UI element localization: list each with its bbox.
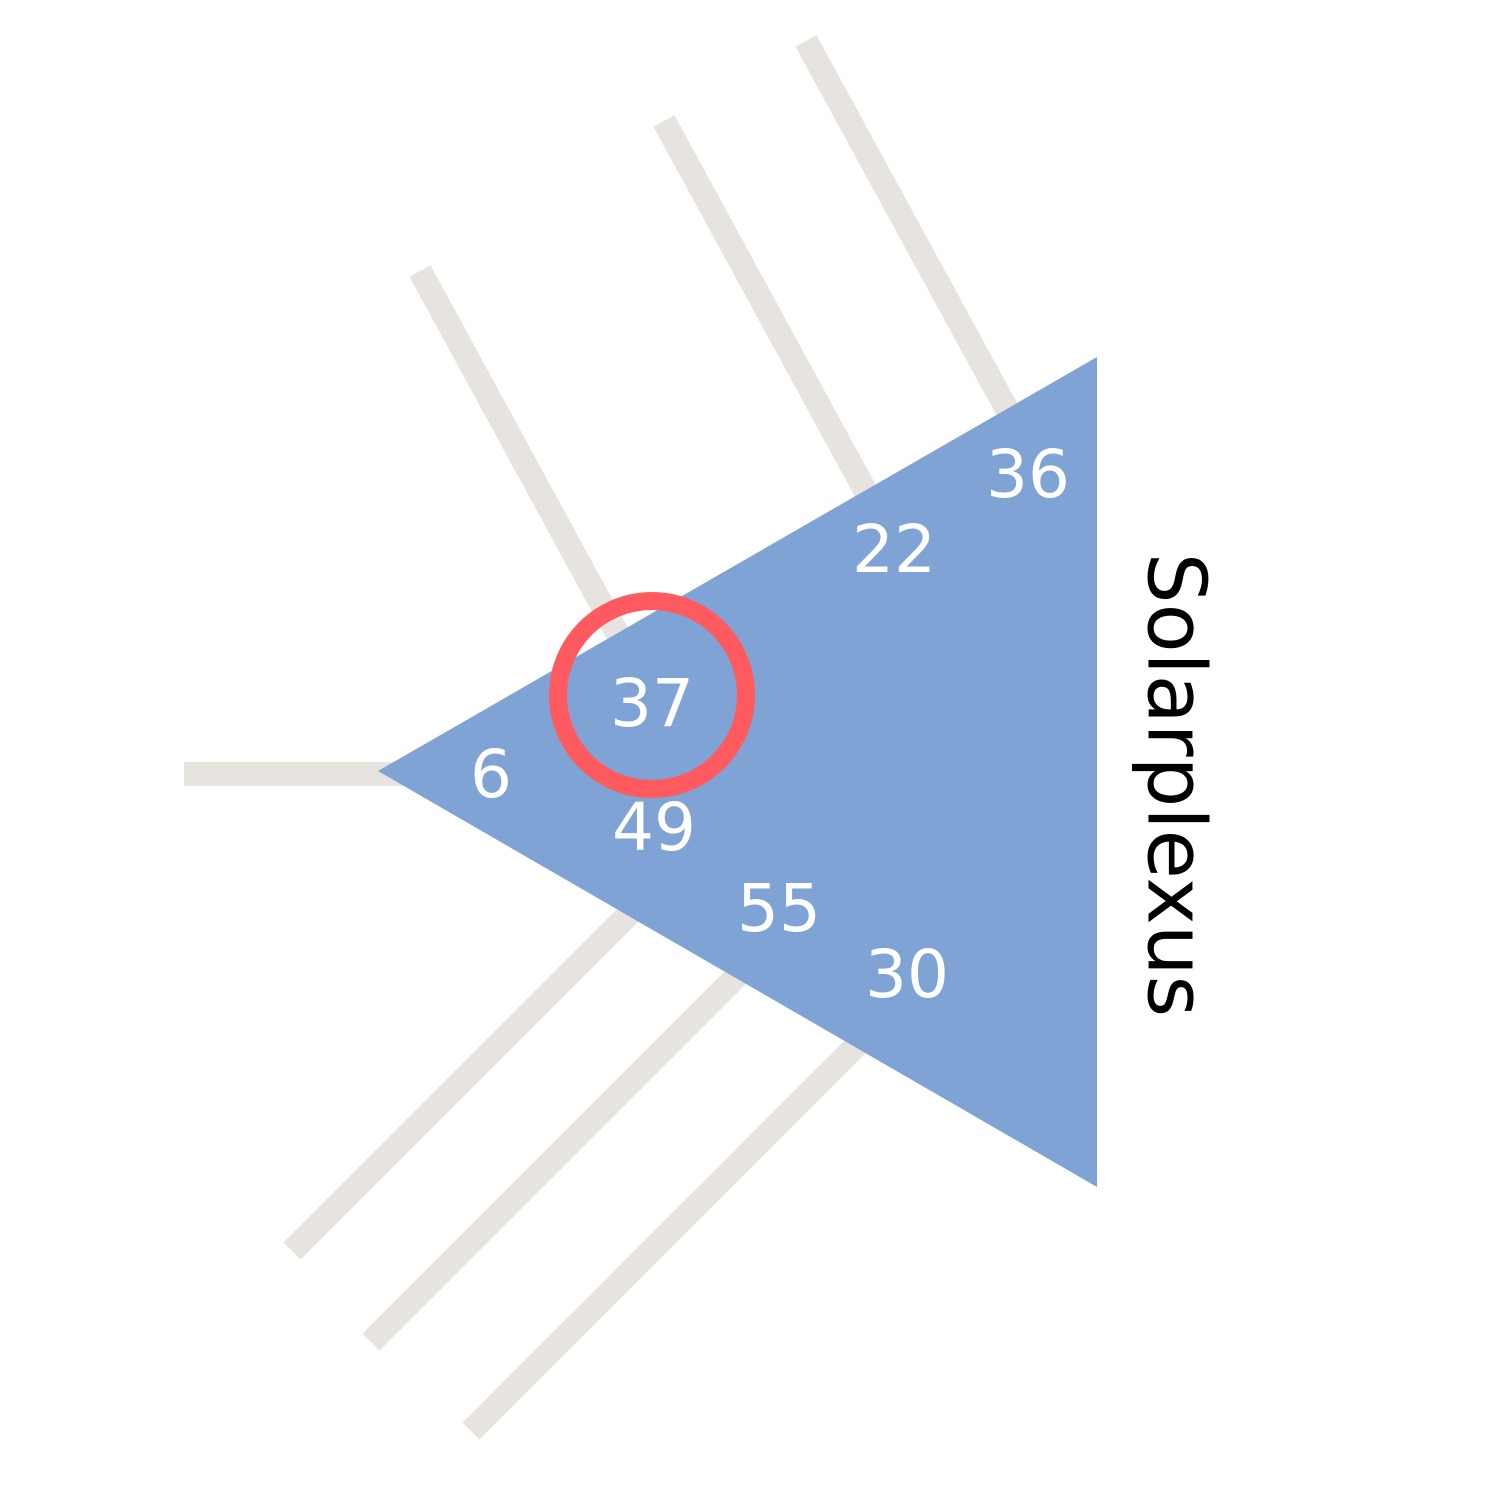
channel-line-36 xyxy=(795,35,1051,476)
channel-line-22 xyxy=(653,115,901,542)
gate-label-49[interactable]: 49 xyxy=(612,789,696,866)
center-name-label: Solarplexus xyxy=(1130,553,1223,1017)
gate-label-30[interactable]: 30 xyxy=(865,936,949,1013)
gate-label-55[interactable]: 55 xyxy=(737,870,821,947)
highlight-ring xyxy=(549,592,755,798)
gate-label-22[interactable]: 22 xyxy=(852,511,936,588)
gate-label-37[interactable]: 37 xyxy=(610,665,694,742)
channel-line-30 xyxy=(462,1013,889,1440)
gate-label-36[interactable]: 36 xyxy=(986,436,1070,513)
channel-line-55 xyxy=(362,924,789,1351)
channel-lines xyxy=(184,35,1051,1440)
channel-line-49 xyxy=(283,854,689,1260)
solarplexus-center-shape[interactable] xyxy=(378,357,1097,1187)
gate-label-6[interactable]: 6 xyxy=(470,736,512,813)
